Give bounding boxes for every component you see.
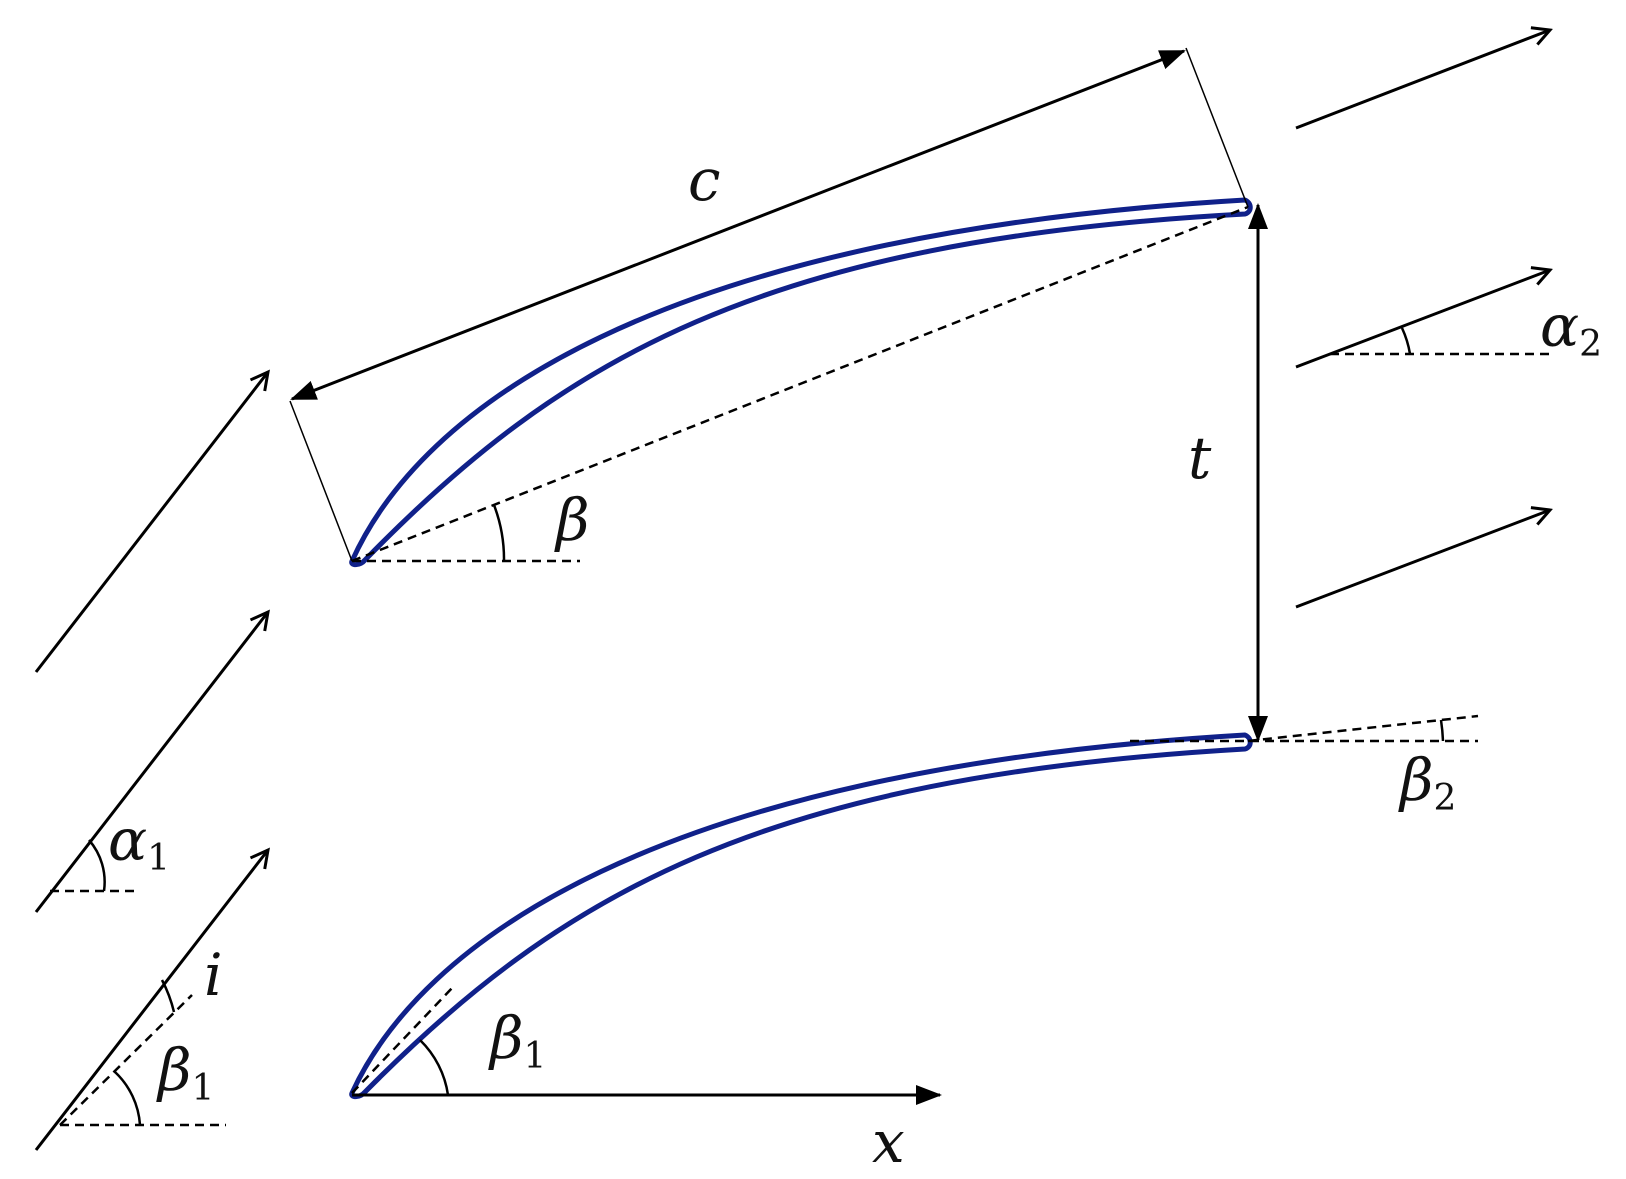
chord-extension-right [1185, 47, 1249, 208]
alpha1-angle-arc [88, 839, 106, 892]
blade-leading-edge-tangent [351, 985, 455, 1094]
incidence-angle-arc [160, 979, 176, 1013]
lower-blade [349, 732, 1253, 1100]
chord-label: c [688, 146, 720, 214]
incidence-label: i [204, 941, 223, 1009]
outlet-flow-arrow-2 [1295, 270, 1550, 369]
outlet-flow-arrow-1 [1295, 30, 1550, 130]
chord-dimension-arrow [290, 49, 1186, 401]
inlet-flow-arrow-2 [34, 612, 268, 913]
chord-line [351, 205, 1249, 563]
alpha1-label: α1 [108, 806, 170, 879]
blade-inlet-direction-line [59, 994, 193, 1126]
beta1-blade-angle-arc [419, 1039, 450, 1096]
inlet-flow-arrow-3 [34, 850, 268, 1151]
beta2-label: β2 [1398, 746, 1456, 819]
x-axis-label: x [872, 1108, 905, 1176]
stagger-label: β [554, 486, 590, 554]
inlet-flow-arrow-1 [34, 372, 268, 673]
beta2-trailing-edge-tangent [1247, 714, 1479, 743]
beta1-flow-angle-arc [114, 1071, 142, 1126]
chord-extension-left [289, 400, 353, 562]
pitch-label: t [1188, 424, 1212, 492]
beta1-flow-label: β1 [156, 1036, 214, 1109]
stagger-angle-arc [492, 504, 506, 562]
alpha2-label: α2 [1540, 292, 1602, 365]
beta1-blade-label: β1 [488, 1004, 546, 1077]
beta2-angle-arc [1439, 719, 1445, 742]
outlet-flow-arrow-3 [1295, 510, 1550, 609]
alpha2-angle-arc [1400, 327, 1412, 355]
